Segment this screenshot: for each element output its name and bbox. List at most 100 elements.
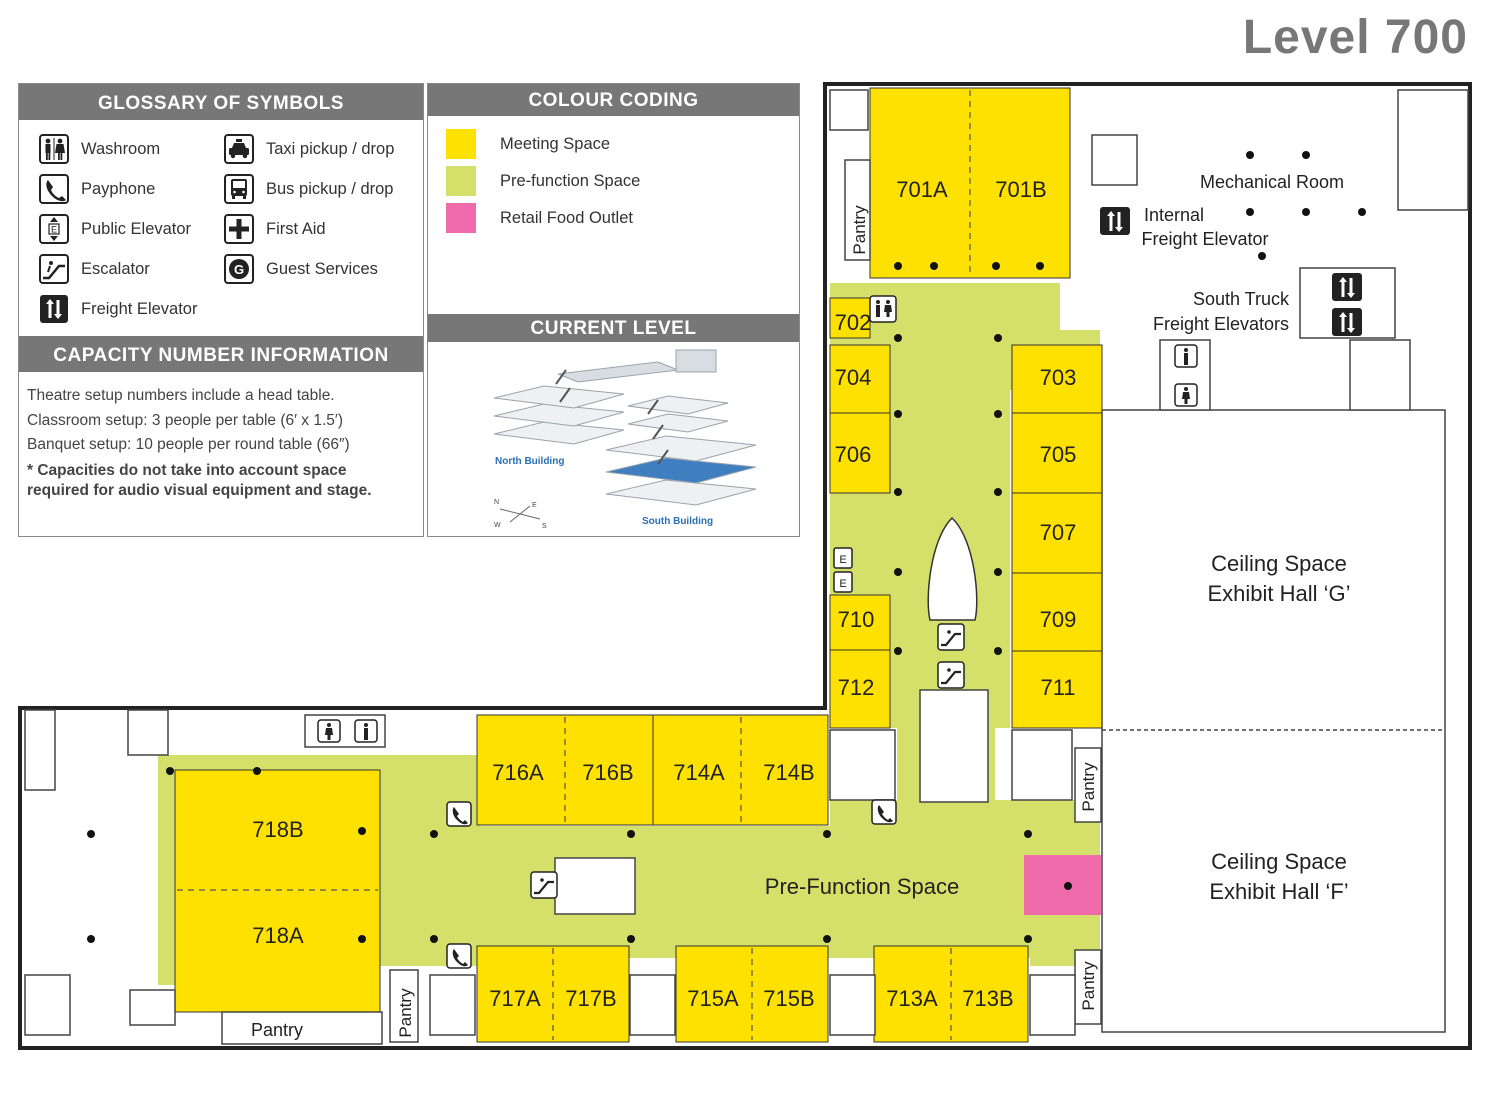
- room-702[interactable]: [829, 297, 871, 339]
- room-label: 703: [1040, 365, 1077, 390]
- retail-food-outlet[interactable]: [1024, 855, 1101, 915]
- south-building-label: South Building: [642, 516, 713, 527]
- room-709[interactable]: [1011, 572, 1103, 652]
- room-label: 711: [1040, 675, 1075, 700]
- atrium-escalators: [927, 516, 978, 621]
- pantry-label: Pantry: [251, 1020, 303, 1040]
- elevator-icon[interactable]: E: [833, 547, 853, 569]
- colour-item-retail: Retail Food Outlet: [446, 203, 633, 233]
- internal-freight-label-1: Internal: [1144, 205, 1204, 225]
- connector-bridge: [557, 349, 717, 383]
- first-aid-icon: [224, 214, 254, 244]
- pantry-label: Pantry: [1079, 762, 1098, 812]
- legend-item-guest-services: G Guest Services: [224, 254, 378, 284]
- column-dots: [87, 151, 1366, 943]
- svg-text:G: G: [234, 262, 244, 277]
- glossary-heading: GLOSSARY OF SYMBOLS: [19, 84, 423, 120]
- pantry-label: Pantry: [1079, 961, 1098, 1011]
- compass-w: W: [494, 522, 501, 529]
- room-710[interactable]: [829, 594, 891, 651]
- washroom-icon[interactable]: [1174, 383, 1198, 407]
- meeting-swatch: [446, 129, 476, 159]
- room-label: 718B: [252, 817, 303, 842]
- washroom-icon[interactable]: [317, 719, 341, 743]
- escalator-icon[interactable]: [937, 623, 965, 651]
- compass-e: E: [532, 502, 537, 509]
- current-level-diagram: North Building South Building N E W S: [493, 349, 757, 530]
- pantry-label: Pantry: [850, 205, 869, 255]
- pantry-label: Pantry: [396, 988, 415, 1038]
- compass-icon: [499, 505, 541, 523]
- legend-label: First Aid: [266, 219, 326, 238]
- legend-label: Taxi pickup / drop: [266, 139, 395, 158]
- payphone-icon[interactable]: [446, 801, 472, 827]
- legend-label: Washroom: [81, 139, 161, 158]
- escalator-icon[interactable]: [937, 661, 965, 689]
- legend-item-escalator: Escalator: [39, 254, 150, 284]
- freight-elevator-icon[interactable]: [1100, 207, 1130, 235]
- legend-item-washroom: Washroom: [39, 134, 160, 164]
- legend-label: Payphone: [81, 179, 156, 198]
- glossary-panel: GLOSSARY OF SYMBOLS Washroom Taxi pickup…: [18, 83, 424, 537]
- room-label: 716A: [492, 760, 544, 785]
- room-label: 702: [835, 310, 872, 335]
- compass-n: N: [494, 499, 499, 506]
- bus-icon: [224, 174, 254, 204]
- colour-label: Meeting Space: [500, 134, 611, 153]
- colour-coding-heading: COLOUR CODING: [428, 84, 799, 116]
- hall-g-label-2: Exhibit Hall ‘G’: [1207, 581, 1350, 606]
- hall-f-label-1: Ceiling Space: [1211, 849, 1347, 874]
- capacity-heading: CAPACITY NUMBER INFORMATION: [19, 336, 423, 372]
- north-building-label: North Building: [495, 456, 564, 467]
- room-label: 706: [835, 442, 872, 467]
- room-label: 701A: [896, 177, 948, 202]
- room-dividers: [177, 90, 971, 1040]
- colour-item-meeting: Meeting Space: [446, 129, 610, 159]
- payphone-icon: [39, 174, 69, 204]
- capacity-note: * Capacities do not take into account sp…: [27, 461, 372, 500]
- room-label: 718A: [252, 923, 304, 948]
- room-label: 701B: [995, 177, 1046, 202]
- washroom-icon[interactable]: [869, 295, 897, 323]
- room-label: 714A: [673, 760, 725, 785]
- room-label: 715B: [763, 986, 814, 1011]
- retail-swatch: [446, 203, 476, 233]
- room-label: 709: [1040, 607, 1077, 632]
- escalator-icon[interactable]: [530, 871, 558, 899]
- legend-item-freight-elevator: Freight Elevator: [39, 294, 197, 324]
- washroom-icon[interactable]: [354, 719, 378, 743]
- room-label: 714B: [763, 760, 814, 785]
- legend-label: Guest Services: [266, 259, 378, 278]
- guest-services-icon: G: [224, 254, 254, 284]
- freight-elevator-icon[interactable]: [1332, 273, 1362, 301]
- legend-label: Bus pickup / drop: [266, 179, 394, 198]
- room-718[interactable]: [174, 769, 381, 1013]
- colour-label: Retail Food Outlet: [500, 208, 633, 227]
- room-label: 716B: [582, 760, 633, 785]
- room-label: 715A: [687, 986, 739, 1011]
- legend-item-elevator: E Public Elevator: [39, 214, 191, 244]
- room-label: 717A: [489, 986, 541, 1011]
- room-711[interactable]: [1011, 650, 1103, 729]
- internal-freight-label-2: Freight Elevator: [1141, 229, 1268, 249]
- payphone-icon[interactable]: [871, 799, 897, 825]
- colour-label: Pre-function Space: [500, 171, 641, 190]
- legend-label: Public Elevator: [81, 219, 192, 238]
- room-706[interactable]: [829, 412, 891, 494]
- hall-f-label-2: Exhibit Hall ‘F’: [1209, 879, 1348, 904]
- payphone-icon[interactable]: [446, 943, 472, 969]
- freight-elevator-icon: [40, 295, 68, 323]
- elevator-icon[interactable]: E: [833, 571, 853, 593]
- current-level-heading: CURRENT LEVEL: [428, 314, 799, 342]
- legend-item-bus: Bus pickup / drop: [224, 174, 394, 204]
- washroom-icon[interactable]: [1174, 344, 1198, 368]
- room-label: 704: [835, 365, 872, 390]
- freight-elevator-icon[interactable]: [1332, 308, 1362, 336]
- colour-item-prefunction: Pre-function Space: [446, 166, 640, 196]
- page-title: Level 700: [1242, 11, 1468, 64]
- room-712[interactable]: [829, 649, 891, 729]
- capacity-line: Theatre setup numbers include a head tab…: [27, 387, 335, 404]
- exhibit-halls: [1101, 409, 1446, 1033]
- escalator-icon: [39, 254, 69, 284]
- legend-item-first-aid: First Aid: [224, 214, 326, 244]
